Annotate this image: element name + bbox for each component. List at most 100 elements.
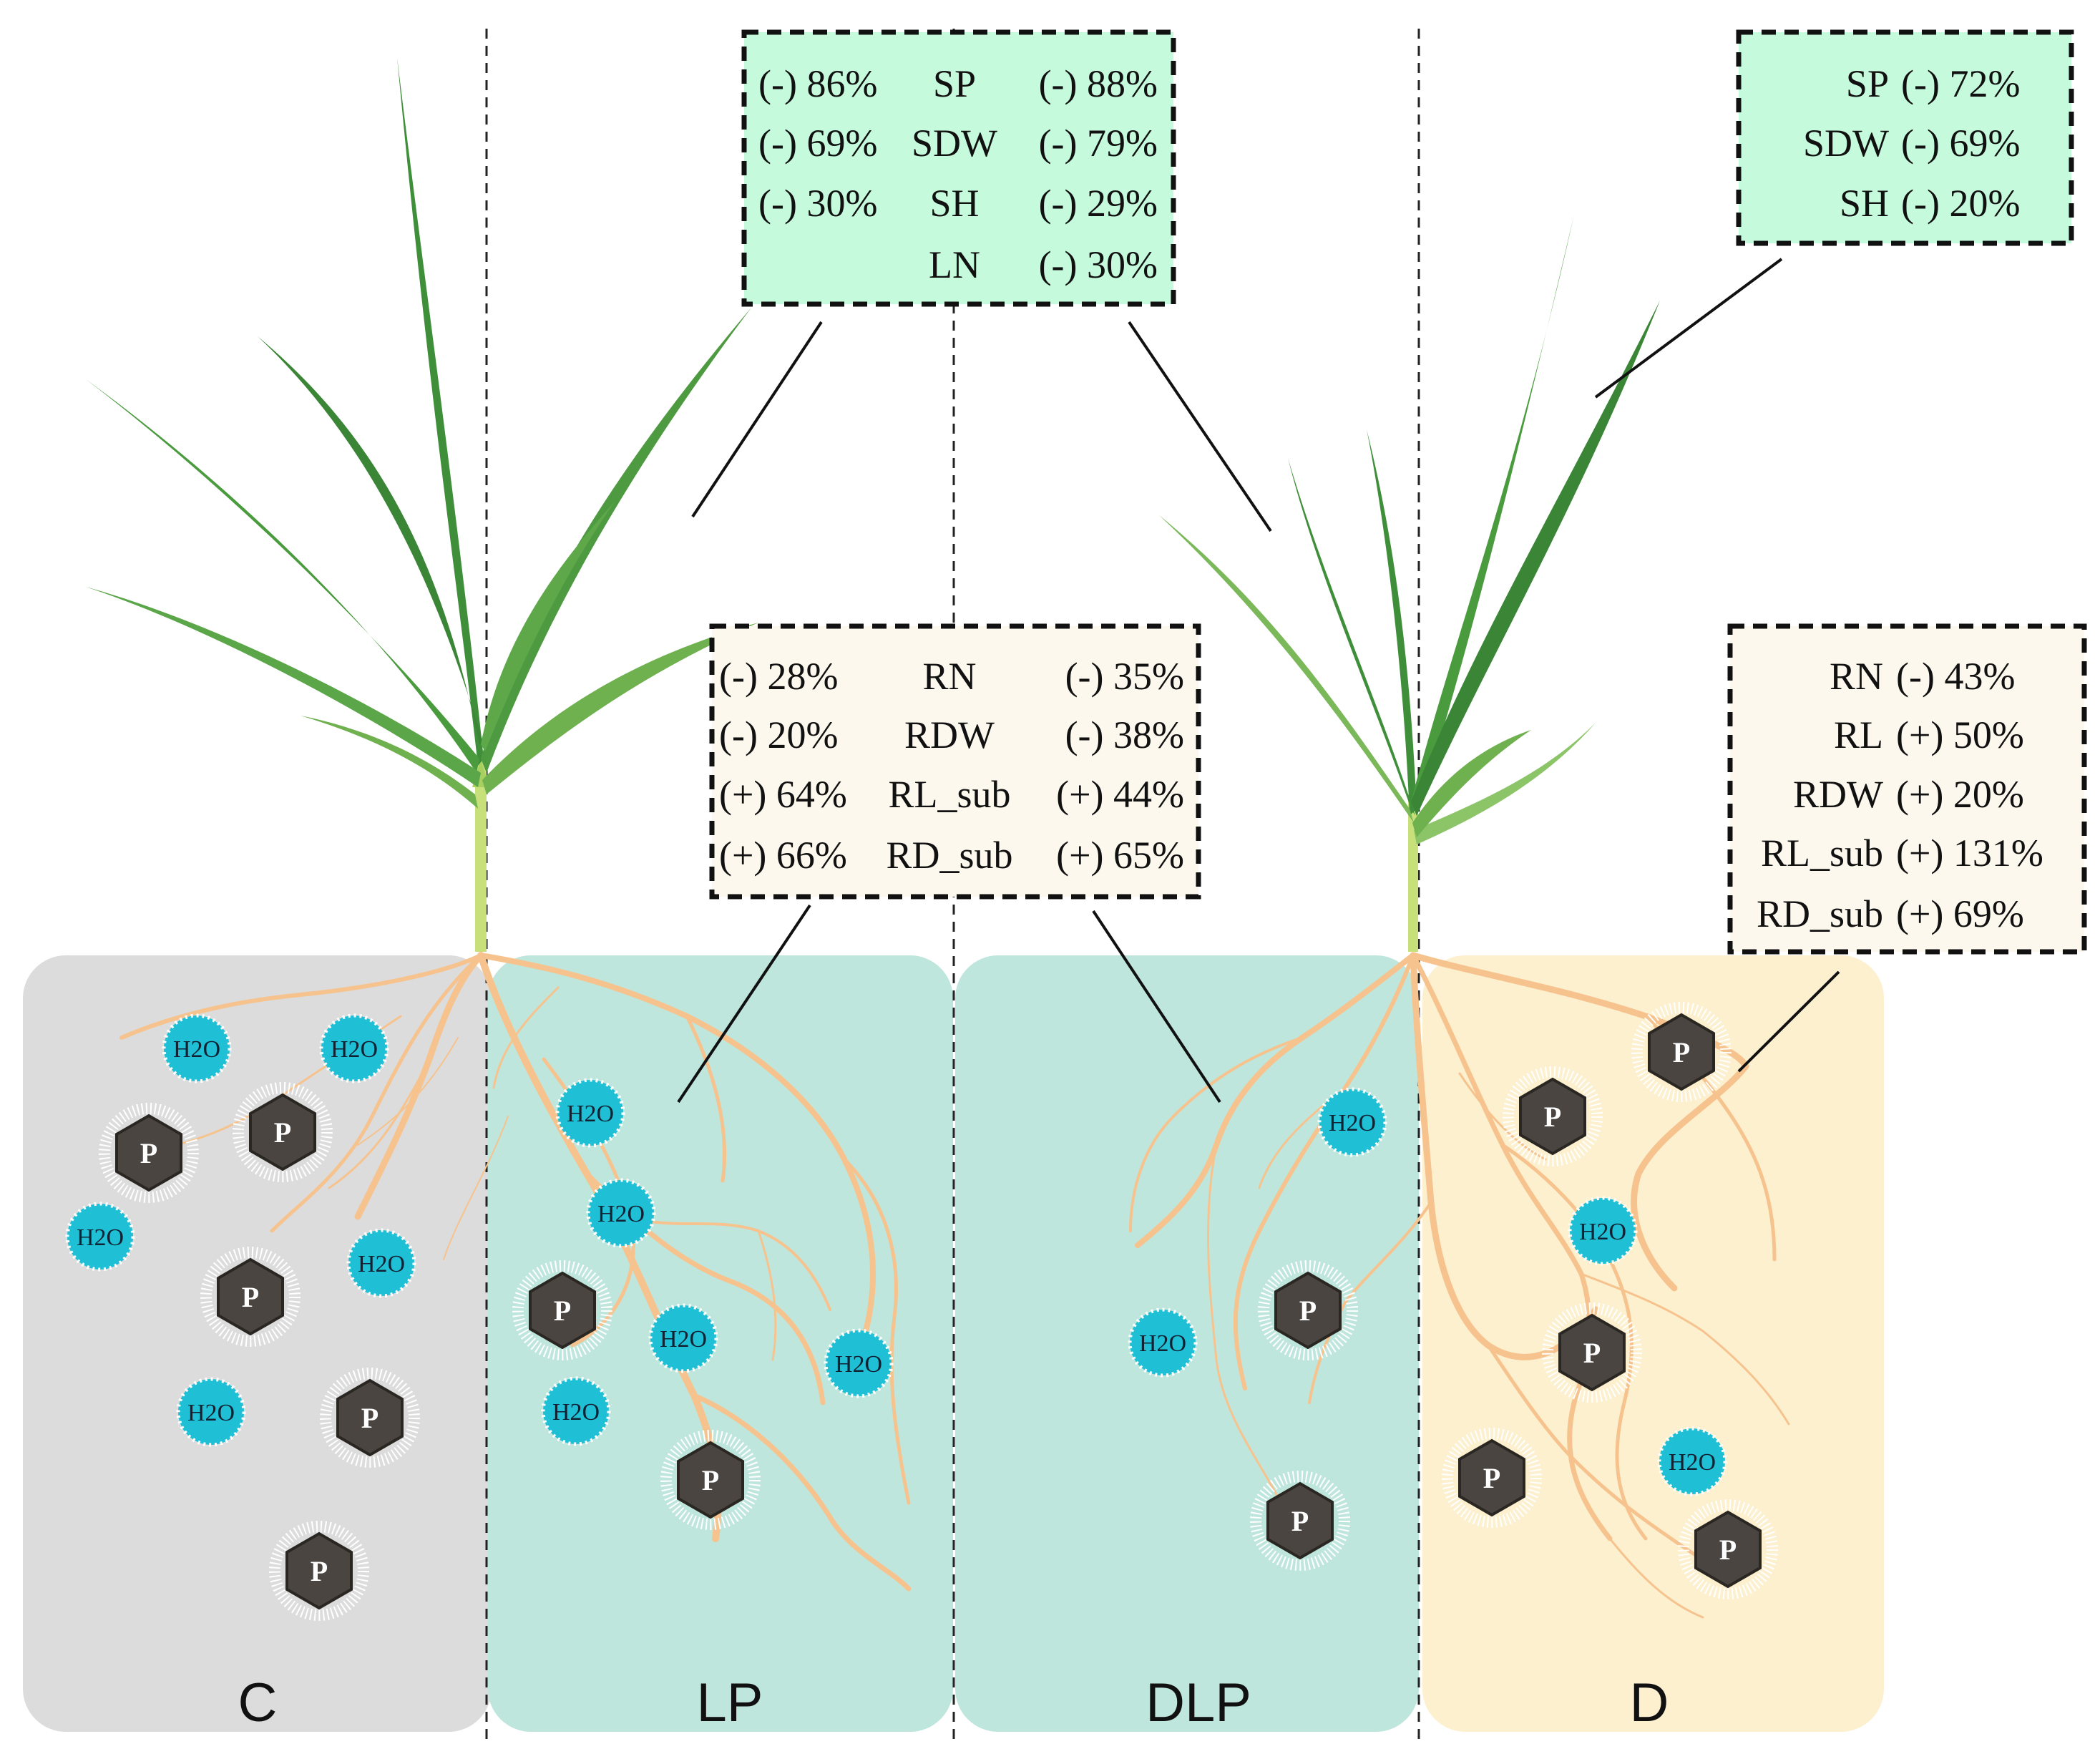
shoot-dlp-value-2: (-) 29%	[1039, 182, 1158, 225]
panel-drought	[1422, 955, 1884, 1732]
root-trait-2: RL_sub	[888, 773, 1010, 816]
shoot-lp-value-2: (-) 30%	[758, 182, 877, 225]
water-icon-label: H2O	[567, 1101, 614, 1127]
plant-right-shoot	[1159, 215, 1660, 952]
shoot-trait-3: LN	[929, 243, 980, 286]
phosphate-icon: P	[660, 1430, 761, 1530]
shoot-dlp-value-0: (-) 88%	[1039, 62, 1158, 105]
water-icon-label: H2O	[1669, 1449, 1716, 1476]
water-icon-label: H2O	[1139, 1330, 1186, 1357]
root-d-row-2-trait: RDW	[1793, 773, 1883, 816]
water-icon: H2O	[1657, 1426, 1727, 1496]
phosphate-icon: P	[1631, 1002, 1732, 1102]
water-icon-label: H2O	[597, 1201, 645, 1227]
plant-left-shoot	[86, 57, 758, 952]
root-trait-3: RD_sub	[886, 834, 1012, 877]
root-trait-1: RDW	[904, 713, 995, 756]
water-icon-label: H2O	[331, 1036, 378, 1063]
water-icon: H2O	[648, 1303, 718, 1373]
shoot-lp-value-0: (-) 86%	[758, 62, 877, 105]
water-icon-label: H2O	[187, 1400, 235, 1426]
phosphate-icon: P	[320, 1368, 420, 1468]
water-icon: H2O	[1568, 1196, 1638, 1266]
shoot-lp-value-1: (-) 69%	[758, 122, 877, 165]
leader-lines	[677, 258, 1840, 1104]
phosphate-icon-label: P	[554, 1295, 571, 1327]
water-molecules: H2O H2O H2O H2O H2O H2O H2O H2O H2O H2O H2O H2O H2O H…	[65, 1013, 1727, 1496]
shoot-d-row-1-trait: SDW	[1803, 122, 1889, 165]
phosphate-icon-label: P	[1673, 1036, 1690, 1068]
phosphate-icon-label: P	[1719, 1534, 1737, 1566]
shoot-trait-1: SDW	[912, 122, 997, 165]
water-icon: H2O	[319, 1013, 389, 1083]
phosphate-icon: P	[1542, 1302, 1642, 1403]
phosphate-icon-label: P	[242, 1281, 259, 1313]
root-dlp-value-2: (+) 44%	[1056, 773, 1184, 816]
phosphate-icon: P	[99, 1103, 199, 1203]
water-icon: H2O	[586, 1178, 656, 1248]
water-icon: H2O	[1317, 1087, 1387, 1157]
root-lp-value-0: (-) 28%	[719, 655, 838, 698]
phosphate-icon-label: P	[702, 1464, 719, 1496]
phosphate-icon: P	[200, 1247, 301, 1347]
root-trait-0: RN	[922, 655, 976, 698]
shoot-traits-box-d: SP (-) 72% SDW (-) 69% SH (-) 20%	[1736, 29, 2074, 246]
water-icon-label: H2O	[552, 1399, 600, 1426]
root-d-row-2-value: (+) 20%	[1896, 773, 2024, 816]
water-icon: H2O	[824, 1328, 894, 1398]
root-lp-value-2: (+) 64%	[719, 773, 847, 816]
phosphate-icon-label: P	[274, 1116, 291, 1149]
treatment-label-d: D	[1630, 1672, 1669, 1733]
water-icon: H2O	[1128, 1307, 1198, 1378]
water-icon-label: H2O	[173, 1036, 220, 1063]
phosphate-icon-label: P	[311, 1555, 328, 1587]
root-traits-box-d: RN (-) 43% RL (+) 50% RDW (+) 20% RL_sub…	[1727, 623, 2087, 955]
root-d-row-1-trait: RL	[1834, 713, 1883, 756]
water-icon: H2O	[176, 1377, 246, 1447]
phosphate-icon-label: P	[1583, 1337, 1601, 1369]
water-icon-label: H2O	[358, 1251, 405, 1277]
phosphate-icon-label: P	[1544, 1101, 1561, 1133]
shoot-dlp-value-3: (-) 30%	[1039, 243, 1158, 286]
treatment-label-c: C	[238, 1672, 278, 1733]
shoot-d-row-1-value: (-) 69%	[1901, 122, 2020, 165]
phosphate-icon: P	[1678, 1499, 1778, 1599]
phosphate-icon: P	[1503, 1066, 1603, 1166]
shoot-d-row-0-trait: SP	[1846, 62, 1889, 105]
phosphate-icon: P	[512, 1260, 612, 1360]
water-icon-label: H2O	[1329, 1110, 1376, 1136]
root-d-row-3-value: (+) 131%	[1896, 832, 2043, 874]
root-d-row-4-trait: RD_sub	[1757, 892, 1883, 935]
root-d-row-3-trait: RL_sub	[1761, 832, 1883, 874]
water-icon-label: H2O	[1579, 1219, 1626, 1245]
shoot-d-row-2-trait: SH	[1840, 182, 1889, 225]
water-icon-label: H2O	[835, 1351, 882, 1378]
water-icon: H2O	[541, 1376, 611, 1446]
root-lp-value-1: (-) 20%	[719, 713, 838, 756]
phosphate-icon: P	[1442, 1428, 1542, 1528]
water-icon: H2O	[555, 1078, 625, 1148]
root-d-row-4-value: (+) 69%	[1896, 892, 2024, 935]
water-icon: H2O	[346, 1228, 416, 1298]
phosphate-icon: P	[269, 1521, 369, 1621]
phosphate-icon: P	[233, 1082, 333, 1182]
shoot-trait-2: SH	[929, 182, 979, 225]
shoot-traits-box-lp-dlp: (-) 86% SP (-) 88% (-) 69% SDW (-) 79% (…	[741, 29, 1176, 307]
root-lp-value-3: (+) 66%	[719, 834, 847, 877]
treatment-label-dlp: DLP	[1146, 1672, 1251, 1733]
phosphate-icon-label: P	[1483, 1462, 1500, 1494]
root-dlp-value-1: (-) 38%	[1065, 713, 1184, 756]
phosphate-icon: P	[1258, 1260, 1358, 1360]
root-dlp-value-3: (+) 65%	[1056, 834, 1184, 877]
shoot-d-row-0-value: (-) 72%	[1901, 62, 2020, 105]
root-d-row-1-value: (+) 50%	[1896, 713, 2024, 756]
root-dlp-value-0: (-) 35%	[1065, 655, 1184, 698]
roots-right-plant	[1129, 952, 1790, 1619]
treatment-label-lp: LP	[697, 1672, 763, 1733]
shoot-dlp-value-1: (-) 79%	[1039, 122, 1158, 165]
water-icon: H2O	[162, 1013, 232, 1083]
root-d-row-0-trait: RN	[1830, 655, 1883, 698]
water-icon-label: H2O	[77, 1224, 124, 1251]
